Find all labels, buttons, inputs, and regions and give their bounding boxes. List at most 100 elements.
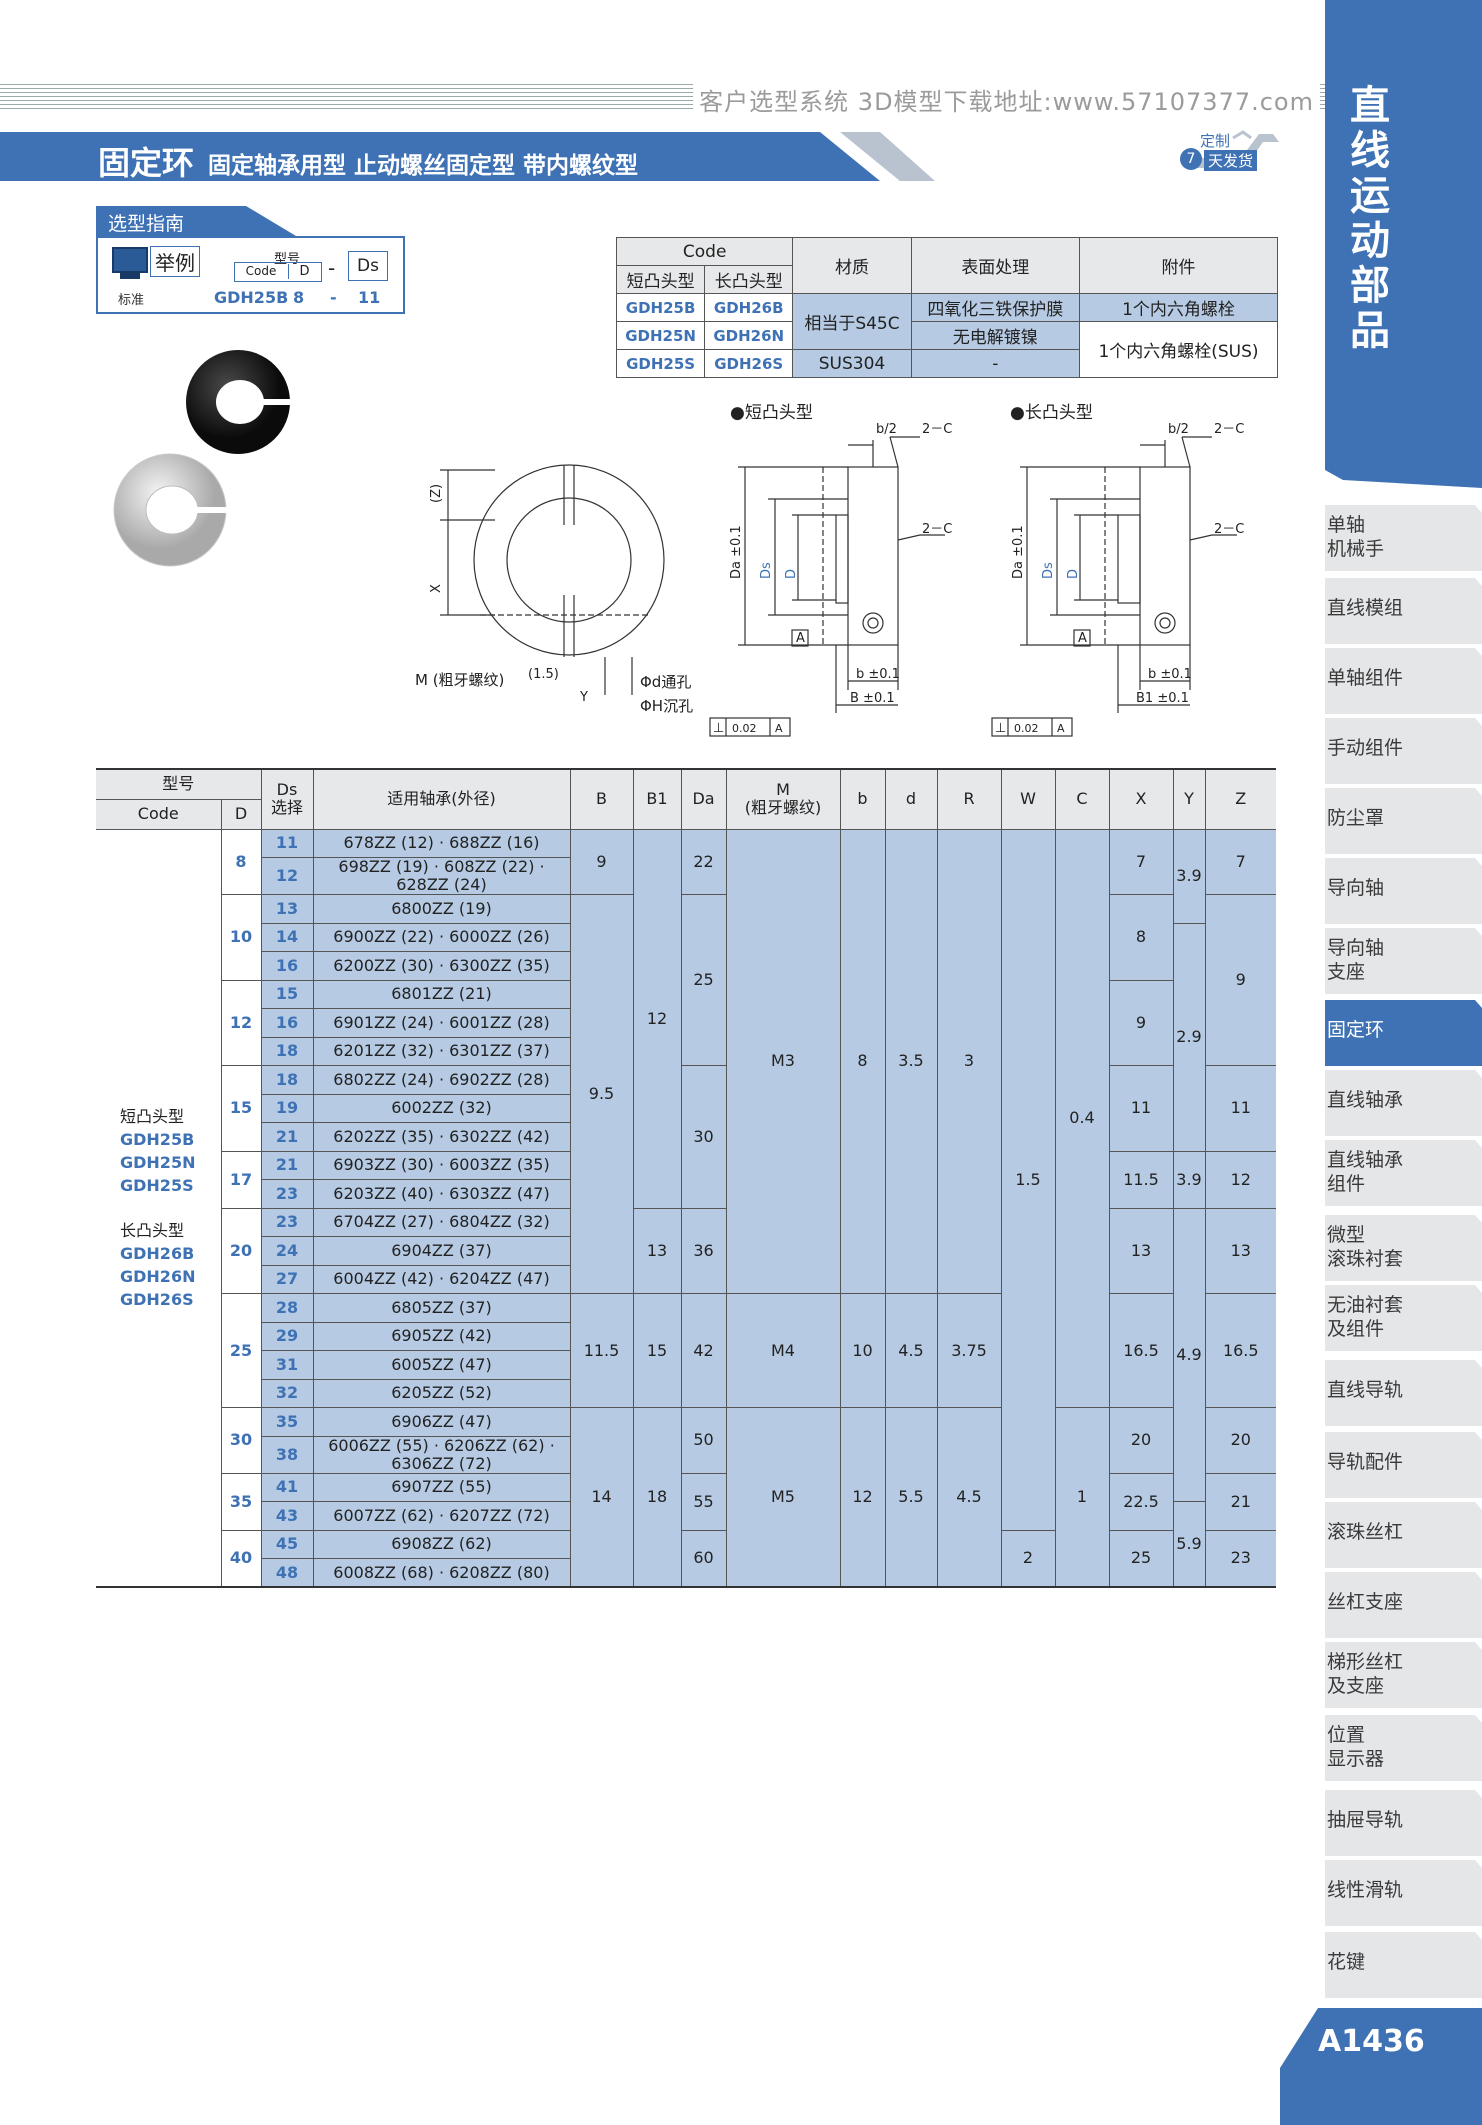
spec-long-code: GDH26N xyxy=(704,321,794,350)
b-cell: 9.5 xyxy=(569,894,634,1294)
sidebar-heading-block xyxy=(1325,0,1482,488)
sidebar-item[interactable]: 位置 显示器 xyxy=(1325,1715,1482,1781)
technical-drawings: ●短凸头型 ●长凸头型 (Z) X M (粗牙螺纹) (1.5) Y Φd通孔 … xyxy=(415,403,1244,737)
dim-c2-short: 2－C xyxy=(922,522,952,537)
sidebar-item-label: 单轴 机械手 xyxy=(1327,514,1385,560)
sidebar-item[interactable]: 滚珠丝杠 xyxy=(1325,1502,1482,1568)
dim-c-long: 2－C xyxy=(1214,422,1244,437)
spec-long-header: 长凸头型 xyxy=(704,265,794,294)
sidebar-item[interactable]: 固定环 xyxy=(1325,1000,1482,1066)
th-sd: d xyxy=(884,768,938,830)
sidebar-item-label: 抽屉导轨 xyxy=(1327,1809,1404,1831)
page-number-block xyxy=(1280,2008,1482,2125)
b1-cell: 18 xyxy=(632,1407,682,1588)
sidebar-item[interactable]: 导向轴 支座 xyxy=(1325,928,1482,994)
d-cell: 20 xyxy=(221,1207,262,1294)
th-m-label: M xyxy=(776,780,790,800)
spec-short-code: GDH25S xyxy=(615,349,706,378)
th-b1: B1 xyxy=(632,768,682,830)
ds-cell: 16 xyxy=(261,951,314,981)
black-collar-photo xyxy=(186,350,292,454)
sidebar-item[interactable]: 手动组件 xyxy=(1325,718,1482,784)
sidebar-item-label: 梯形丝杠 及支座 xyxy=(1327,1651,1404,1697)
tol-val-short: 0.02 xyxy=(732,722,757,735)
dim-x: X xyxy=(429,584,444,593)
sidebar-item[interactable]: 单轴组件 xyxy=(1325,648,1482,714)
drawing-long-title: ●长凸头型 xyxy=(1010,403,1093,423)
b-cell: 9 xyxy=(569,828,634,895)
sidebar-item[interactable]: 直线轴承 组件 xyxy=(1325,1140,1482,1206)
sidebar-item[interactable]: 无油衬套 及组件 xyxy=(1325,1285,1482,1351)
th-ds-select: 选择 xyxy=(270,798,303,818)
spec-long-code: GDH26S xyxy=(704,349,794,378)
sidebar-item-label: 防尘罩 xyxy=(1327,807,1385,829)
r-cell: 4.5 xyxy=(936,1407,1002,1588)
sidebar-item[interactable]: 直线导轨 xyxy=(1325,1360,1482,1426)
sidebar-item[interactable]: 花键 xyxy=(1325,1932,1482,1998)
ds-cell: 23 xyxy=(261,1179,314,1209)
sidebar-item[interactable]: 单轴 机械手 xyxy=(1325,505,1482,571)
silver-collar-photo xyxy=(113,453,230,567)
b1-cell: 15 xyxy=(632,1293,682,1408)
sidebar-item[interactable]: 导轨配件 xyxy=(1325,1432,1482,1498)
tol-perp-long: ⊥ xyxy=(995,721,1006,736)
da-cell: 50 xyxy=(680,1407,727,1474)
da-cell: 22 xyxy=(680,828,727,895)
sidebar-item[interactable]: 线性滑轨 xyxy=(1325,1860,1482,1926)
sidebar-item[interactable]: 丝杠支座 xyxy=(1325,1572,1482,1638)
sidebar-item[interactable]: 抽屉导轨 xyxy=(1325,1790,1482,1856)
th-x: X xyxy=(1108,768,1174,830)
ds-cell: 16 xyxy=(261,1008,314,1038)
spec-surface: - xyxy=(910,349,1080,378)
x-cell: 22.5 xyxy=(1108,1472,1174,1531)
ds-cell: 12 xyxy=(261,857,314,895)
th-m: M(粗牙螺纹) xyxy=(725,768,841,830)
ds-cell: 18 xyxy=(261,1036,314,1066)
spec-accessory-header: 附件 xyxy=(1078,237,1279,294)
spec-surface-header: 表面处理 xyxy=(910,237,1080,294)
y-cell: 4.9 xyxy=(1172,1207,1206,1502)
sd-cell: 3.5 xyxy=(884,828,938,1294)
code-short-b: GDH25B xyxy=(120,1129,195,1149)
sb-cell: 10 xyxy=(839,1293,886,1408)
z-cell: 9 xyxy=(1204,894,1276,1066)
ds-cell: 45 xyxy=(260,1529,314,1559)
spec-short-code: GDH25N xyxy=(615,321,706,350)
datum-a-long: A xyxy=(1078,631,1087,646)
b1-cell: 13 xyxy=(632,1207,682,1294)
th-b: B xyxy=(569,768,634,830)
code-long-b: GDH26B xyxy=(120,1243,195,1263)
sidebar-item[interactable]: 直线模组 xyxy=(1325,578,1482,644)
dim-da-long: Da ±0.1 xyxy=(1011,525,1026,579)
th-z: Z xyxy=(1204,768,1276,830)
sidebar-item[interactable]: 梯形丝杠 及支座 xyxy=(1325,1642,1482,1708)
badge-custom-label: 定制 xyxy=(1200,132,1231,150)
monitor-icon xyxy=(112,247,148,273)
ds-box: Ds xyxy=(348,251,388,281)
code-long-label: 长凸头型 xyxy=(120,1220,185,1240)
type-label: 型号 xyxy=(273,252,300,267)
z-cell: 21 xyxy=(1204,1472,1276,1531)
d-cell: 15 xyxy=(221,1065,262,1152)
x-cell: 8 xyxy=(1108,894,1174,981)
bearing-cell: 6905ZZ (42) xyxy=(312,1321,570,1351)
m-cell: M3 xyxy=(725,828,841,1294)
ds-cell: 35 xyxy=(260,1407,314,1437)
dim-ds-short: Ds xyxy=(759,562,774,579)
page-number: A1436 xyxy=(1318,2024,1425,2059)
sidebar-item[interactable]: 防尘罩 xyxy=(1325,788,1482,854)
d-cell: 30 xyxy=(221,1407,262,1474)
sidebar-item[interactable]: 导向轴 xyxy=(1325,858,1482,924)
sidebar-item[interactable]: 直线轴承 xyxy=(1325,1070,1482,1136)
dim-da-short: Da ±0.1 xyxy=(729,525,744,579)
sidebar-item[interactable]: 微型 滚珠衬套 xyxy=(1325,1215,1482,1281)
title-bar xyxy=(0,132,880,181)
download-url[interactable]: 客户选型系统 3D模型下载地址:www.57107377.com xyxy=(693,82,1320,117)
